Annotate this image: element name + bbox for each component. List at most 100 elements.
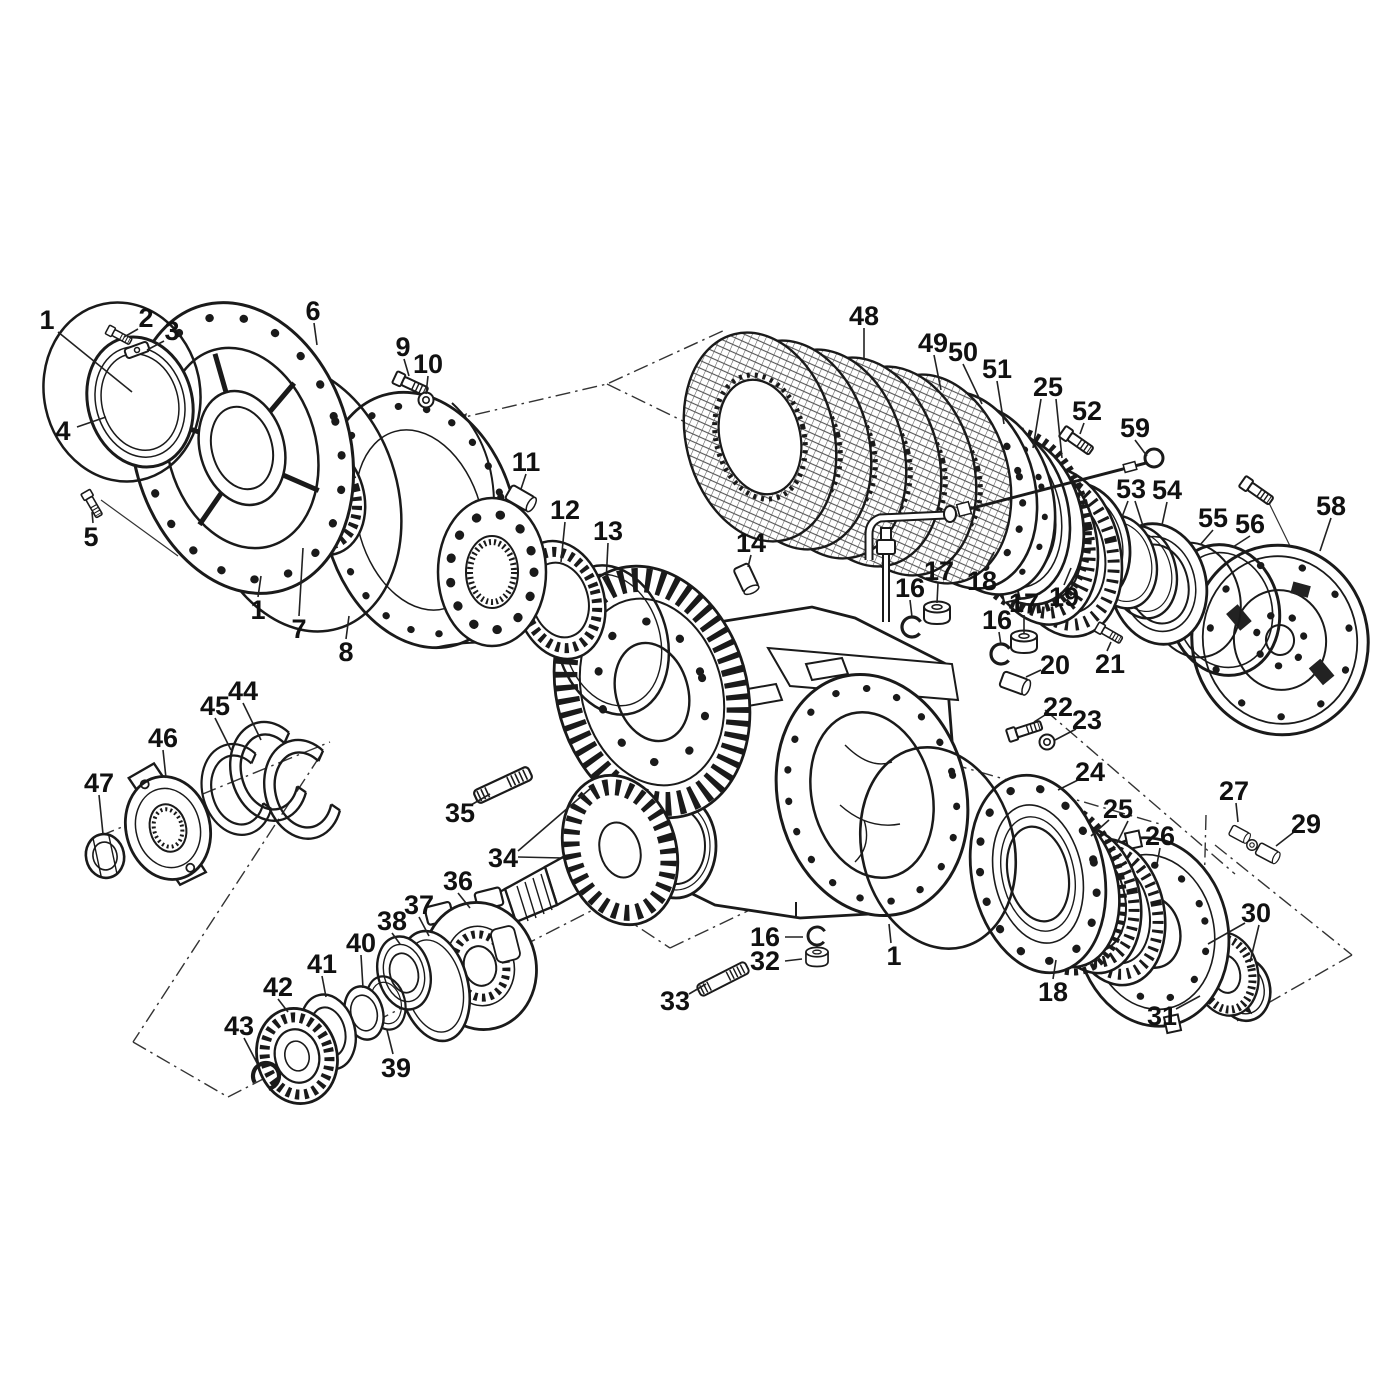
callout-12[interactable]: 12 — [550, 495, 580, 525]
callout-43[interactable]: 43 — [224, 1011, 254, 1041]
callout-3[interactable]: 3 — [164, 316, 179, 346]
washer-27 — [1246, 839, 1258, 851]
callout-11[interactable]: 11 — [512, 447, 541, 477]
callout-6[interactable]: 6 — [305, 296, 320, 326]
callout-29[interactable]: 29 — [1291, 809, 1321, 839]
callout-26[interactable]: 26 — [1145, 821, 1175, 851]
callout-58[interactable]: 58 — [1316, 491, 1346, 521]
callout-13[interactable]: 13 — [593, 516, 623, 546]
callout-14[interactable]: 14 — [736, 528, 766, 558]
callout-47[interactable]: 47 — [84, 768, 114, 798]
callout-49[interactable]: 49 — [918, 328, 948, 358]
callout-19[interactable]: 19 — [1049, 582, 1079, 612]
leader-line — [91, 511, 94, 524]
callout-48[interactable]: 48 — [849, 301, 879, 331]
callout-42[interactable]: 42 — [263, 972, 293, 1002]
planet-carrier-6 — [128, 301, 356, 595]
leader-line — [520, 473, 527, 490]
leader-line — [962, 363, 983, 405]
leader-line — [298, 547, 304, 617]
callout-46[interactable]: 46 — [148, 723, 178, 753]
callout-24[interactable]: 24 — [1075, 757, 1105, 787]
seal-4 — [85, 335, 195, 469]
callout-25[interactable]: 25 — [1103, 794, 1133, 824]
leader-line — [403, 358, 410, 377]
callout-1[interactable]: 1 — [886, 941, 901, 971]
pin-29 — [1254, 841, 1283, 866]
leader-line — [998, 631, 1002, 646]
callout-54[interactable]: 54 — [1152, 475, 1182, 505]
leader-line — [517, 787, 592, 852]
callout-16[interactable]: 16 — [750, 922, 780, 952]
callout-51[interactable]: 51 — [982, 354, 1012, 384]
callout-33[interactable]: 33 — [660, 986, 690, 1016]
snap-ring-16c — [802, 921, 832, 951]
bolt-22 — [1006, 719, 1043, 742]
leader-line — [1161, 501, 1168, 526]
callout-1[interactable]: 1 — [39, 305, 54, 335]
leader-line — [1134, 500, 1144, 527]
callout-56[interactable]: 56 — [1235, 509, 1265, 539]
callout-39[interactable]: 39 — [381, 1053, 411, 1083]
callout-20[interactable]: 20 — [1040, 650, 1070, 680]
brake-cover-58 — [1190, 543, 1370, 737]
callout-34[interactable]: 34 — [488, 843, 518, 873]
leader-line — [313, 322, 318, 346]
leader-line — [688, 983, 707, 995]
half-ring-44b — [252, 732, 347, 849]
leader-line — [257, 575, 262, 598]
callout-23[interactable]: 23 — [1072, 705, 1102, 735]
leader-line — [345, 615, 350, 640]
callout-30[interactable]: 30 — [1241, 898, 1271, 928]
callout-41[interactable]: 41 — [307, 949, 337, 979]
pin-14 — [732, 561, 762, 598]
callout-40[interactable]: 40 — [346, 928, 376, 958]
plug-17a — [923, 600, 951, 625]
callout-17[interactable]: 17 — [924, 556, 954, 586]
callout-45[interactable]: 45 — [200, 691, 230, 721]
leader-line — [1199, 529, 1214, 546]
gasket-1a — [42, 301, 202, 483]
callout-5[interactable]: 5 — [83, 522, 98, 552]
leader-line — [1033, 714, 1046, 723]
leader-line — [1207, 922, 1246, 945]
callout-21[interactable]: 21 — [1095, 649, 1125, 679]
callout-18[interactable]: 18 — [1038, 977, 1068, 1007]
callout-10[interactable]: 10 — [413, 349, 443, 379]
callout-35[interactable]: 35 — [445, 798, 475, 828]
bolt-52 — [1059, 426, 1095, 457]
callout-31[interactable]: 31 — [1147, 1001, 1177, 1031]
leader-line — [418, 916, 430, 937]
callout-52[interactable]: 52 — [1072, 396, 1102, 426]
callout-16[interactable]: 16 — [982, 605, 1012, 635]
callout-37[interactable]: 37 — [404, 890, 434, 920]
callout-32[interactable]: 32 — [750, 946, 780, 976]
callout-59[interactable]: 59 — [1120, 413, 1150, 443]
leader-line — [162, 749, 167, 779]
callout-27[interactable]: 27 — [1219, 776, 1249, 806]
leader-line — [1235, 802, 1239, 823]
callout-17[interactable]: 17 — [1009, 588, 1039, 618]
callout-4[interactable]: 4 — [55, 416, 70, 446]
callout-36[interactable]: 36 — [443, 866, 473, 896]
callout-55[interactable]: 55 — [1198, 503, 1228, 533]
callout-50[interactable]: 50 — [948, 337, 978, 367]
callout-22[interactable]: 22 — [1043, 692, 1073, 722]
leader-line — [888, 923, 892, 944]
callout-25[interactable]: 25 — [1033, 372, 1063, 402]
pin-20 — [998, 670, 1034, 698]
callout-53[interactable]: 53 — [1116, 474, 1146, 504]
leader-line — [386, 1029, 394, 1055]
callout-38[interactable]: 38 — [377, 906, 407, 936]
callout-7[interactable]: 7 — [291, 614, 306, 644]
plug-32 — [805, 946, 829, 968]
washer-23 — [1038, 733, 1056, 751]
callout-2[interactable]: 2 — [138, 303, 153, 333]
callout-9[interactable]: 9 — [395, 332, 410, 362]
callout-8[interactable]: 8 — [338, 637, 353, 667]
callout-44[interactable]: 44 — [228, 676, 258, 706]
pinion-shaft-34 — [480, 773, 680, 927]
callout-18[interactable]: 18 — [967, 566, 997, 596]
callout-16[interactable]: 16 — [895, 573, 925, 603]
callout-1[interactable]: 1 — [250, 595, 265, 625]
